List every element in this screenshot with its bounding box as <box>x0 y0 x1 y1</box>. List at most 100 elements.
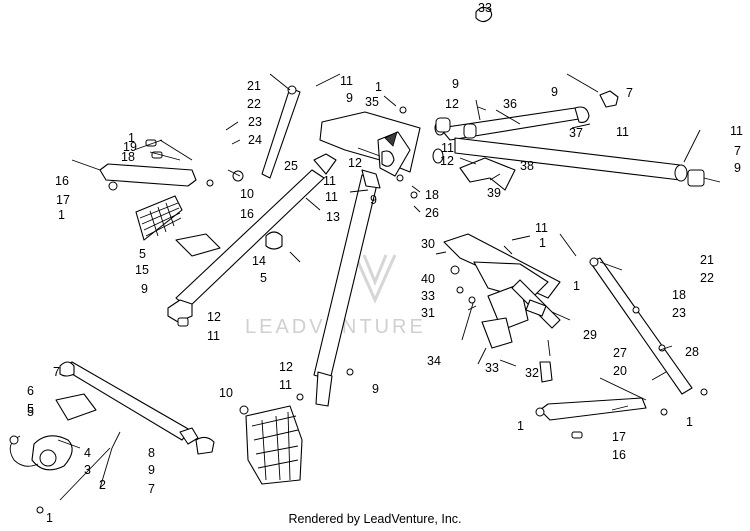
callout-label: 16 <box>612 448 626 462</box>
callout-label: 11 <box>207 329 220 343</box>
leader-lines <box>133 73 701 411</box>
callout-label: 33 <box>485 361 499 375</box>
gearbox-block <box>239 405 303 485</box>
callout-label: 7 <box>626 86 633 100</box>
callout-label: 1 <box>375 80 382 94</box>
callout-label: 33 <box>478 1 492 15</box>
callout-label: 1 <box>128 131 135 145</box>
upper-tube-assembly <box>432 73 721 187</box>
brace-bracket <box>459 157 516 191</box>
callout-label: 9 <box>551 85 558 99</box>
callout-label: 12 <box>207 310 221 324</box>
callout-label: 9 <box>346 91 353 105</box>
callout-label: 38 <box>520 159 534 173</box>
callout-label: 5 <box>27 405 34 419</box>
callout-label: 1 <box>46 511 53 525</box>
upper-vertical-bar <box>227 73 301 182</box>
callout-label: 37 <box>569 126 583 140</box>
callout-label: 9 <box>734 161 741 175</box>
callout-label: 19 <box>123 140 137 154</box>
callout-label: 12 <box>440 154 454 168</box>
callout-label: 11 <box>441 141 454 155</box>
callout-label: 21 <box>247 79 261 93</box>
callout-label: 18 <box>121 150 135 164</box>
callout-labels: 33 21 11 1 9 9 7 22 9 35 12 36 23 37 11 … <box>27 1 743 525</box>
callout-label: 29 <box>583 328 597 342</box>
callout-label: 4 <box>84 446 91 460</box>
callout-label: 28 <box>685 345 699 359</box>
callout-label: 18 <box>672 288 686 302</box>
callout-label: 27 <box>613 346 627 360</box>
callout-label: 12 <box>445 97 459 111</box>
callout-label: 9 <box>372 382 379 396</box>
callout-label: 5 <box>139 247 146 261</box>
callout-label: 3 <box>84 463 91 477</box>
callout-label: 10 <box>240 187 254 201</box>
callout-label: 9 <box>452 77 459 91</box>
callout-label: 11 <box>730 124 743 138</box>
callout-label: 1 <box>686 415 693 429</box>
callout-label: 39 <box>487 186 501 200</box>
grille-part <box>135 195 221 257</box>
left-diagonal-tube <box>167 153 337 327</box>
callout-label: 11 <box>323 174 336 188</box>
callout-label: 40 <box>421 272 435 286</box>
render-credit: Rendered by LeadVenture, Inc. <box>288 512 462 526</box>
callout-label: 13 <box>326 210 340 224</box>
lower-long-bar <box>59 361 215 455</box>
callout-label: 16 <box>55 174 69 188</box>
callout-label: 30 <box>421 237 435 251</box>
left-top-bar <box>71 139 214 191</box>
callout-label: 15 <box>135 263 149 277</box>
callout-label: 21 <box>700 253 714 267</box>
callout-label: 36 <box>503 97 517 111</box>
callout-label: 24 <box>248 133 262 147</box>
callout-label: 10 <box>219 386 233 400</box>
callout-label: 22 <box>247 97 261 111</box>
callout-label: 25 <box>284 159 298 173</box>
callout-label: 5 <box>260 271 267 285</box>
callout-label: 2 <box>99 478 106 492</box>
callout-label: 34 <box>427 354 441 368</box>
right-long-bar <box>589 257 708 396</box>
callout-label: 7 <box>734 144 741 158</box>
center-bracket <box>319 106 421 199</box>
callout-label: 33 <box>421 289 435 303</box>
callout-label: 1 <box>517 419 524 433</box>
callout-label: 1 <box>539 236 546 250</box>
callout-label: 23 <box>672 306 686 320</box>
callout-label: 9 <box>148 463 155 477</box>
callout-label: 23 <box>248 115 262 129</box>
callout-label: 20 <box>613 364 627 378</box>
callout-label: 9 <box>141 282 148 296</box>
callout-label: 9 <box>370 193 377 207</box>
callout-label: 22 <box>700 271 714 285</box>
callout-label: 26 <box>425 206 439 220</box>
callout-label: 8 <box>148 446 155 460</box>
callout-label: 11 <box>279 378 292 392</box>
callout-label: 32 <box>525 366 539 380</box>
callout-label: 1 <box>573 279 580 293</box>
callout-label: 18 <box>425 188 439 202</box>
callout-label: 11 <box>340 74 353 88</box>
callout-label: 1 <box>58 208 65 222</box>
callout-label: 7 <box>148 482 155 496</box>
callout-label: 17 <box>612 430 626 444</box>
callout-label: 11 <box>535 221 548 235</box>
center-long-tube <box>296 169 381 407</box>
callout-label: 16 <box>240 207 254 221</box>
callout-label: 12 <box>348 156 362 170</box>
callout-label: 6 <box>27 384 34 398</box>
callout-label: 14 <box>252 254 266 268</box>
top-clip-part <box>475 6 493 23</box>
right-steering-assembly <box>443 233 561 383</box>
callout-label: 11 <box>616 125 629 139</box>
callout-label: 17 <box>56 193 70 207</box>
callout-label: 11 <box>325 190 338 204</box>
callout-label: 12 <box>279 360 293 374</box>
callout-label: 31 <box>421 306 435 320</box>
callout-label: 5 <box>27 402 34 416</box>
callout-label: 35 <box>365 95 379 109</box>
callout-label: 7 <box>53 365 60 379</box>
